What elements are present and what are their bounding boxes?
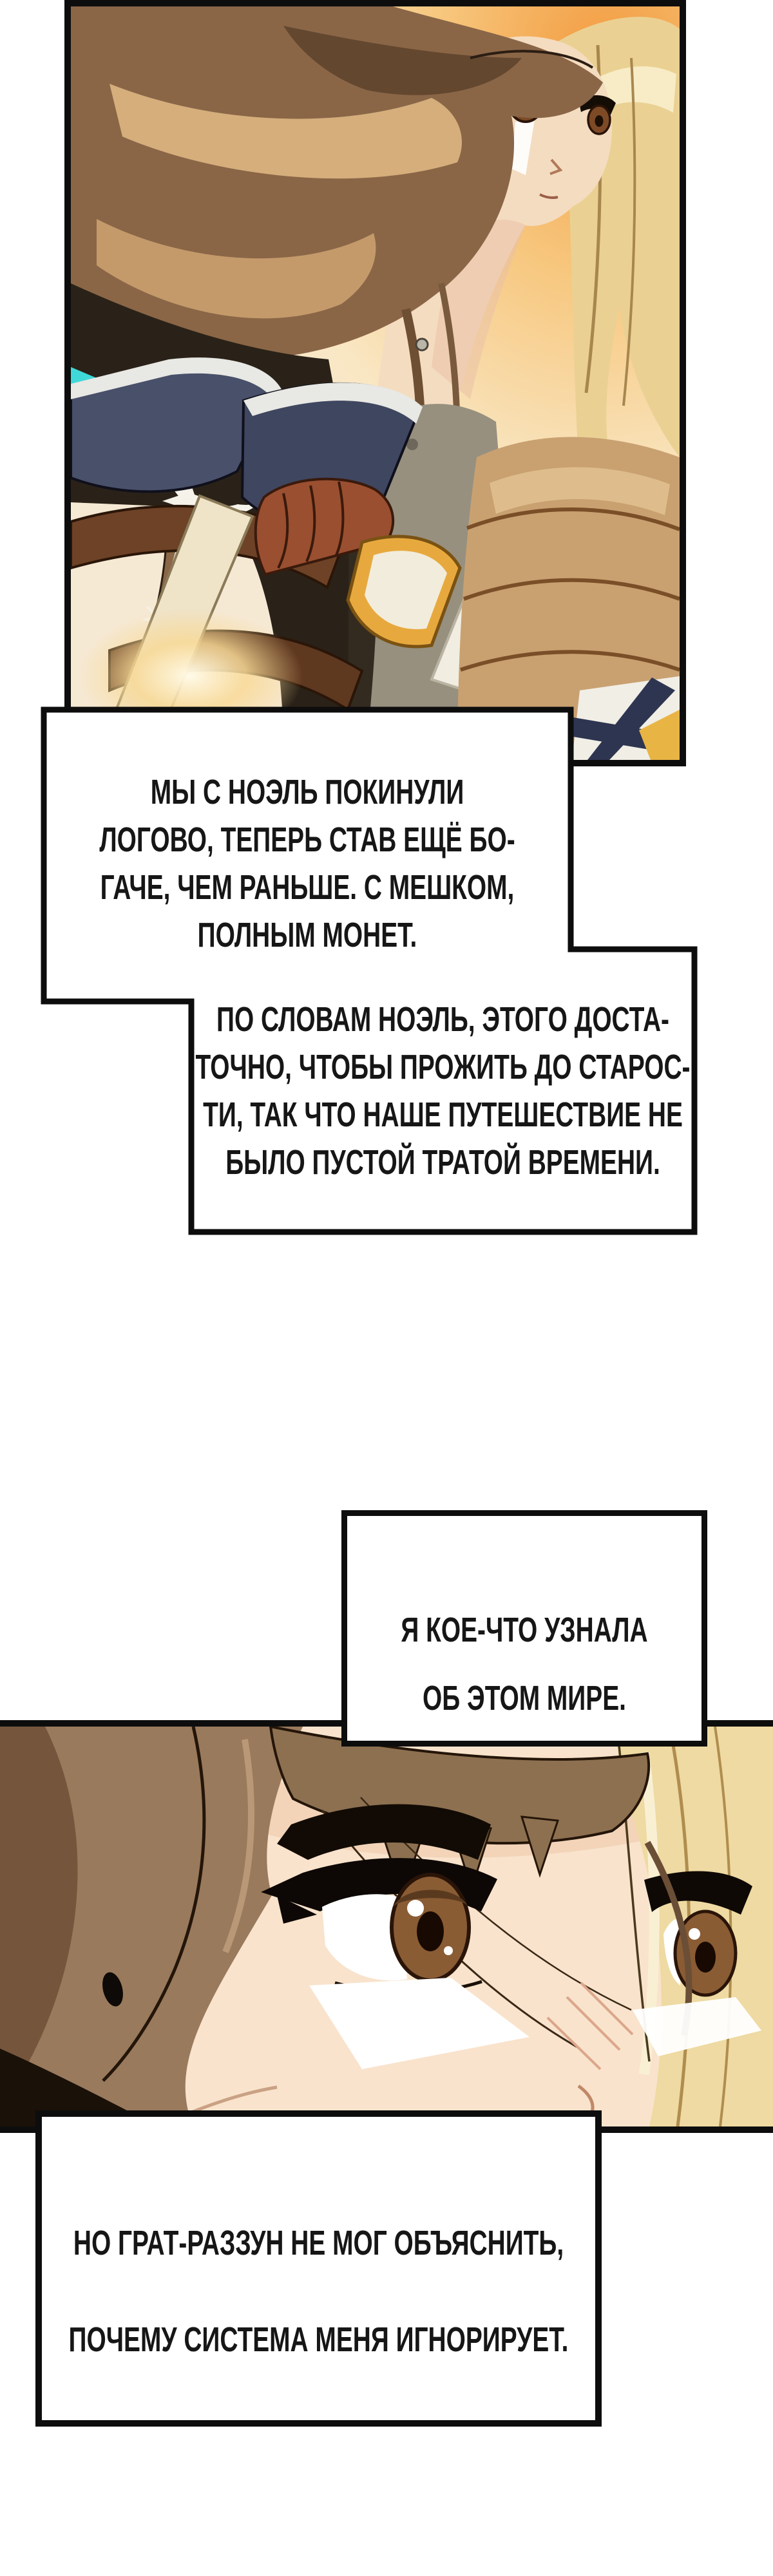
right-under-highlight (633, 1997, 761, 2056)
armor-trim (71, 357, 282, 403)
hair-highlight (110, 84, 462, 179)
glint-small (444, 1946, 453, 1955)
speech-line: ГАЧЕ, ЧЕМ РАНЬШЕ. С МЕШКОМ, (100, 868, 515, 907)
four-point-star (162, 475, 214, 527)
lash-spike (277, 1895, 317, 1924)
left-eye (261, 1804, 530, 2069)
stud-earring (102, 1972, 123, 2007)
button (415, 337, 429, 352)
mouth-line (539, 193, 558, 199)
cheek-highlight (511, 111, 536, 175)
wrap-highlight (490, 467, 670, 515)
tan-torso (457, 437, 680, 760)
glint (407, 1900, 424, 1917)
wrap-seams (460, 507, 680, 672)
hair-line (470, 50, 594, 69)
speech-line: ПО СЛОВАМ НОЭЛЬ, ЭТОГО ДОСТА- (216, 999, 670, 1039)
right-pupil (695, 1942, 716, 1973)
nose-line (549, 158, 563, 175)
trim-inner (365, 551, 447, 629)
hair-dark-streak (0, 1727, 78, 2094)
cheek-shade-lines (546, 1982, 634, 2070)
speech-box-shape (41, 706, 698, 1235)
speech-text-3: Я КОЕ-ЧТО УЗНАЛА ОБ ЭТОМ МИРЕ. (397, 1516, 652, 1741)
panel2-art (0, 1727, 773, 2126)
hair-light-strand (222, 1739, 254, 1953)
speech-line: ПОЧЕМУ СИСТЕМА МЕНЯ ИГНОРИРУЕТ. (68, 2320, 569, 2359)
right-pupil (595, 115, 604, 127)
speech-box-union (38, 704, 701, 1238)
wrap-fabric (457, 437, 680, 760)
panel1-art (71, 6, 680, 760)
gold-wedge (639, 710, 680, 760)
pupil (417, 1911, 444, 1951)
glove-hand (254, 477, 395, 576)
bang-tip (520, 1815, 560, 1878)
speech-text-4: НО ГРАТ-РАЗЗУН НЕ МОГ ОБЪЯСНИТЬ, ПОЧЕМУ … (69, 2117, 569, 2420)
hand-on-shoulder (254, 477, 462, 649)
blonde-strand-line (622, 57, 636, 406)
right-eye (633, 1841, 761, 2056)
hair-shadow (283, 26, 522, 95)
speech-line: НО ГРАТ-РАЗЗУН НЕ МОГ ОБЪЯСНИТЬ, (73, 2223, 564, 2262)
speech-text-1: МЫ С НОЭЛЬ ПОКИНУЛИ ЛОГОВО, ТЕПЕРЬ СТАВ … (99, 715, 515, 996)
finger-lines (277, 481, 345, 569)
right-brow-lash (644, 1871, 752, 1915)
union-outline (41, 706, 698, 1235)
left-brow (277, 1804, 491, 1860)
speech-line: ТИ, ТАК ЧТО НАШЕ ПУТЕШЕСТВИЕ НЕ (203, 1095, 683, 1134)
speech-line: ТОЧНО, ЧТОБЫ ПРОЖИТЬ ДО СТАРОС- (195, 1047, 691, 1086)
speech-line: ОБ ЭТОМ МИРЕ. (423, 1678, 626, 1718)
speech-line: МЫ С НОЭЛЬ ПОКИНУЛИ (150, 773, 464, 811)
hair-strand-line (102, 1727, 206, 2082)
brown-hair-left (0, 1727, 303, 2126)
speech-line: БЫЛО ПУСТОЙ ТРАТОЙ ВРЕМЕНИ. (225, 1142, 660, 1182)
blonde-strand (714, 1727, 732, 2126)
speech-text-2: ПО СЛОВАМ НОЭЛЬ, ЭТОГО ДОСТА- ТОЧНО, ЧТО… (195, 955, 690, 1226)
iris-shadow (393, 1889, 468, 1907)
under-eye-highlight (309, 1978, 530, 2069)
speech-line: Я КОЕ-ЧТО УЗНАЛА (401, 1610, 648, 1649)
hair-mass-left (0, 1727, 303, 2126)
speech-line: ПОЛНЫМ МОНЕТ. (197, 916, 417, 954)
armor-trim-2 (243, 383, 423, 424)
left-lash-band (261, 1858, 497, 1911)
jaw-neck-shadow (0, 2049, 158, 2126)
artwork-panel-top (64, 0, 686, 766)
sclera (322, 1894, 407, 1981)
armor-group (71, 357, 423, 760)
button (406, 439, 418, 450)
speech-box-3 (341, 1510, 707, 1747)
hair-highlight-2 (97, 219, 376, 319)
speech-box-4 (35, 2110, 602, 2427)
artwork-panel-face (0, 1720, 773, 2133)
right-glint (689, 1928, 700, 1940)
speech-line: ЛОГОВО, ТЕПЕРЬ СТАВ ЕЩЁ БО- (99, 820, 515, 859)
